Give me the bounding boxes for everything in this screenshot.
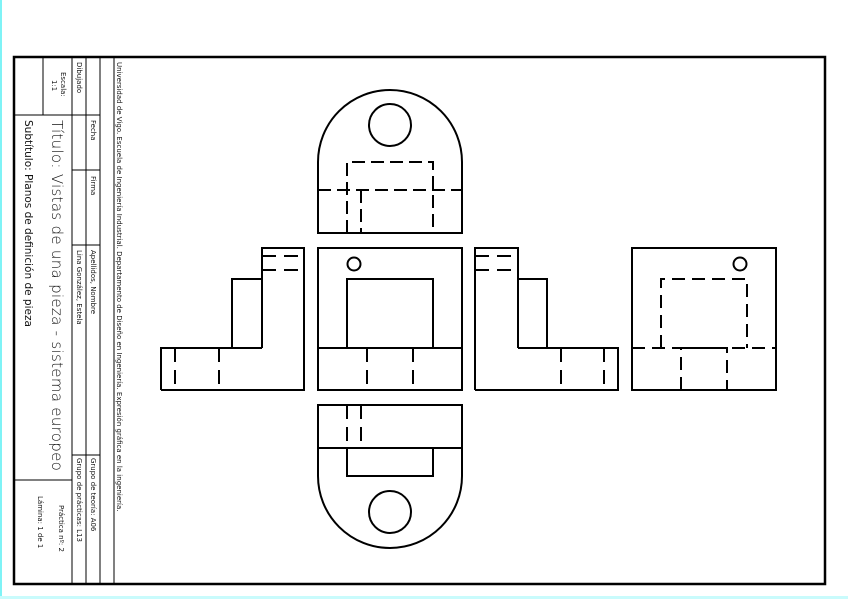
rear-view bbox=[631, 247, 777, 391]
practica-number: Práctica nº: 2 bbox=[57, 505, 65, 552]
window-edge-bottom bbox=[0, 596, 848, 599]
escala-value: 1:1 bbox=[50, 80, 58, 92]
bottom-view bbox=[317, 404, 463, 549]
escala-label: Escala: bbox=[59, 72, 67, 97]
fecha-label: Fecha bbox=[89, 120, 97, 141]
front-view bbox=[317, 247, 463, 391]
lamina-number: Lámina: 1 de 1 bbox=[36, 496, 44, 549]
firma-label: Firma bbox=[89, 176, 97, 196]
drawing-subtitle: Subtítulo: Planos de definición de pieza bbox=[22, 120, 34, 327]
institution-header: Universidad de Vigo. Escuela de Ingenier… bbox=[115, 62, 123, 512]
dibujado-label: Dibujado bbox=[75, 62, 83, 94]
drawing-title: Título: Vistas de una pieza - sistema eu… bbox=[48, 120, 66, 472]
grupo-practicas: Grupo de prácticas: L13 bbox=[75, 458, 83, 542]
left-side-view bbox=[160, 247, 305, 391]
right-side-view bbox=[474, 247, 619, 391]
sheet-frame bbox=[12, 55, 827, 586]
author-name: Lina González, Estela bbox=[75, 250, 83, 325]
top-view bbox=[317, 89, 463, 234]
window-edge-left bbox=[0, 0, 2, 599]
grupo-teoria: Grupo de teoría: A06 bbox=[89, 458, 97, 532]
apellidos-label: Apellidos, Nombre bbox=[89, 250, 97, 315]
title-block-grid bbox=[14, 57, 115, 584]
